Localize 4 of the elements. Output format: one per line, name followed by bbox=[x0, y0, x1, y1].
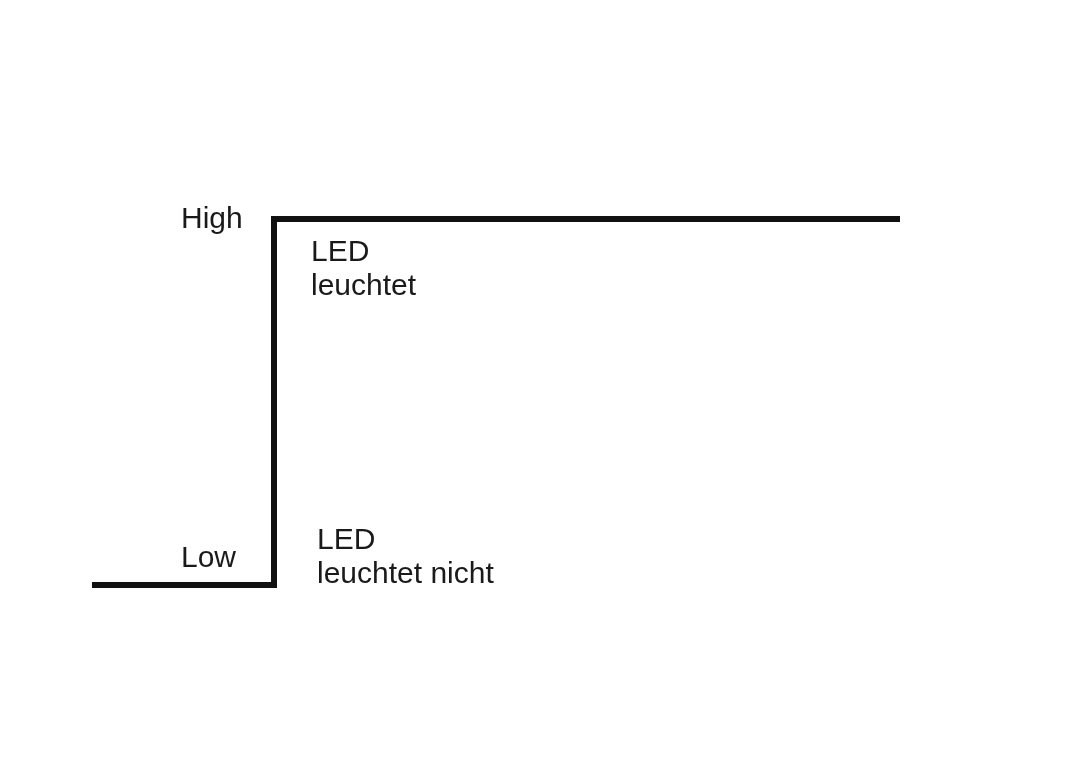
led-state-label: LED leuchtet nicht bbox=[317, 522, 494, 590]
signal-level-label: Low bbox=[181, 540, 237, 574]
signal-level-label: High bbox=[181, 201, 243, 235]
led-state-label: LED leuchtet bbox=[311, 234, 417, 302]
